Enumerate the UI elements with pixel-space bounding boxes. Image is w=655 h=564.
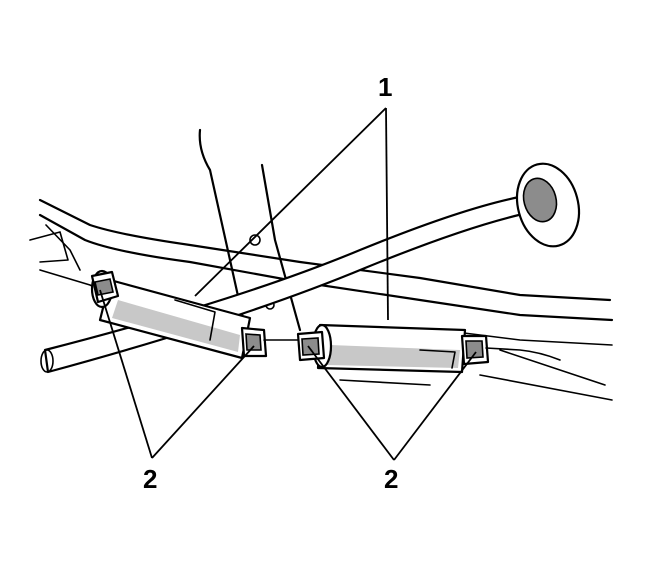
grommet [515,162,581,248]
callout-2-left: 2 [143,464,157,494]
left-filter-fittings [90,270,301,358]
right-fuel-filter [311,323,467,374]
callout-leaders [99,107,477,461]
right-filter-fittings [296,330,561,366]
callout-1: 1 [378,72,392,102]
callout-2-right: 2 [384,464,398,494]
